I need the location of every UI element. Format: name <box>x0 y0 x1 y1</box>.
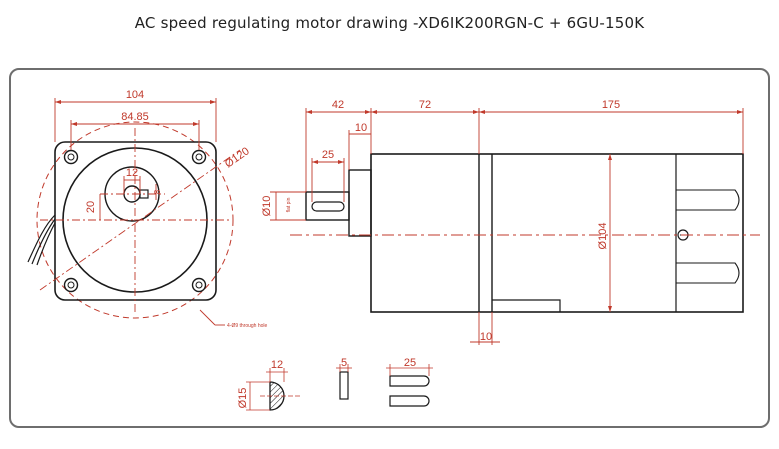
key-note-label: flat pin <box>286 197 292 212</box>
detail-key-thickness-label: 5 <box>341 357 347 369</box>
page-title: AC speed regulating motor drawing -XD6IK… <box>134 14 645 32</box>
detail-key-length-label: 25 <box>404 357 416 369</box>
side-shaft-key <box>311 201 345 212</box>
shaft-shoulder <box>348 169 372 237</box>
side-dimension-lines <box>270 108 744 345</box>
lead-wires <box>27 214 56 266</box>
dim-shaft-offset-label: 12 <box>126 167 138 179</box>
dim-key-width-label: 8 <box>153 189 162 194</box>
side-dimension-arrows <box>306 110 743 312</box>
dim-motor-label: 175 <box>602 99 620 111</box>
dim-key-length-label: 25 <box>322 149 334 161</box>
square-flange <box>54 141 217 301</box>
side-output-shaft <box>305 191 350 221</box>
dim-shoulder-label: 10 <box>355 122 367 134</box>
key-top-detail <box>389 375 430 387</box>
dim-center-offset-label: 20 <box>85 201 97 213</box>
detail-views <box>246 364 433 411</box>
front-view <box>27 98 241 326</box>
front-dimension-lines <box>54 98 225 326</box>
drawing-frame <box>9 68 770 428</box>
side-view <box>270 108 760 345</box>
detail-shaft-width-label: 12 <box>271 359 283 371</box>
key-side-detail <box>339 371 349 400</box>
mounting-holes <box>63 149 207 293</box>
dim-bolt-circle-label: Ø120 <box>223 145 252 170</box>
front-centerlines <box>39 128 241 315</box>
dim-flange-label: 10 <box>480 331 492 343</box>
detail-shaft-dia-label: Ø15 <box>237 388 249 409</box>
dim-gearbox-label: 72 <box>419 99 431 111</box>
dim-shaft-dia-label: Ø10 <box>261 196 273 217</box>
dim-hole-spacing-label: 84.85 <box>121 111 149 123</box>
front-dimension-arrows <box>55 100 216 126</box>
dim-body-dia-label: Ø104 <box>597 223 609 250</box>
dim-width-label: 104 <box>126 89 144 101</box>
bolt-circle <box>36 121 234 319</box>
dim-shaft-total-label: 42 <box>332 99 344 111</box>
hole-note-label: 4-Ø9 through hole <box>227 323 268 329</box>
